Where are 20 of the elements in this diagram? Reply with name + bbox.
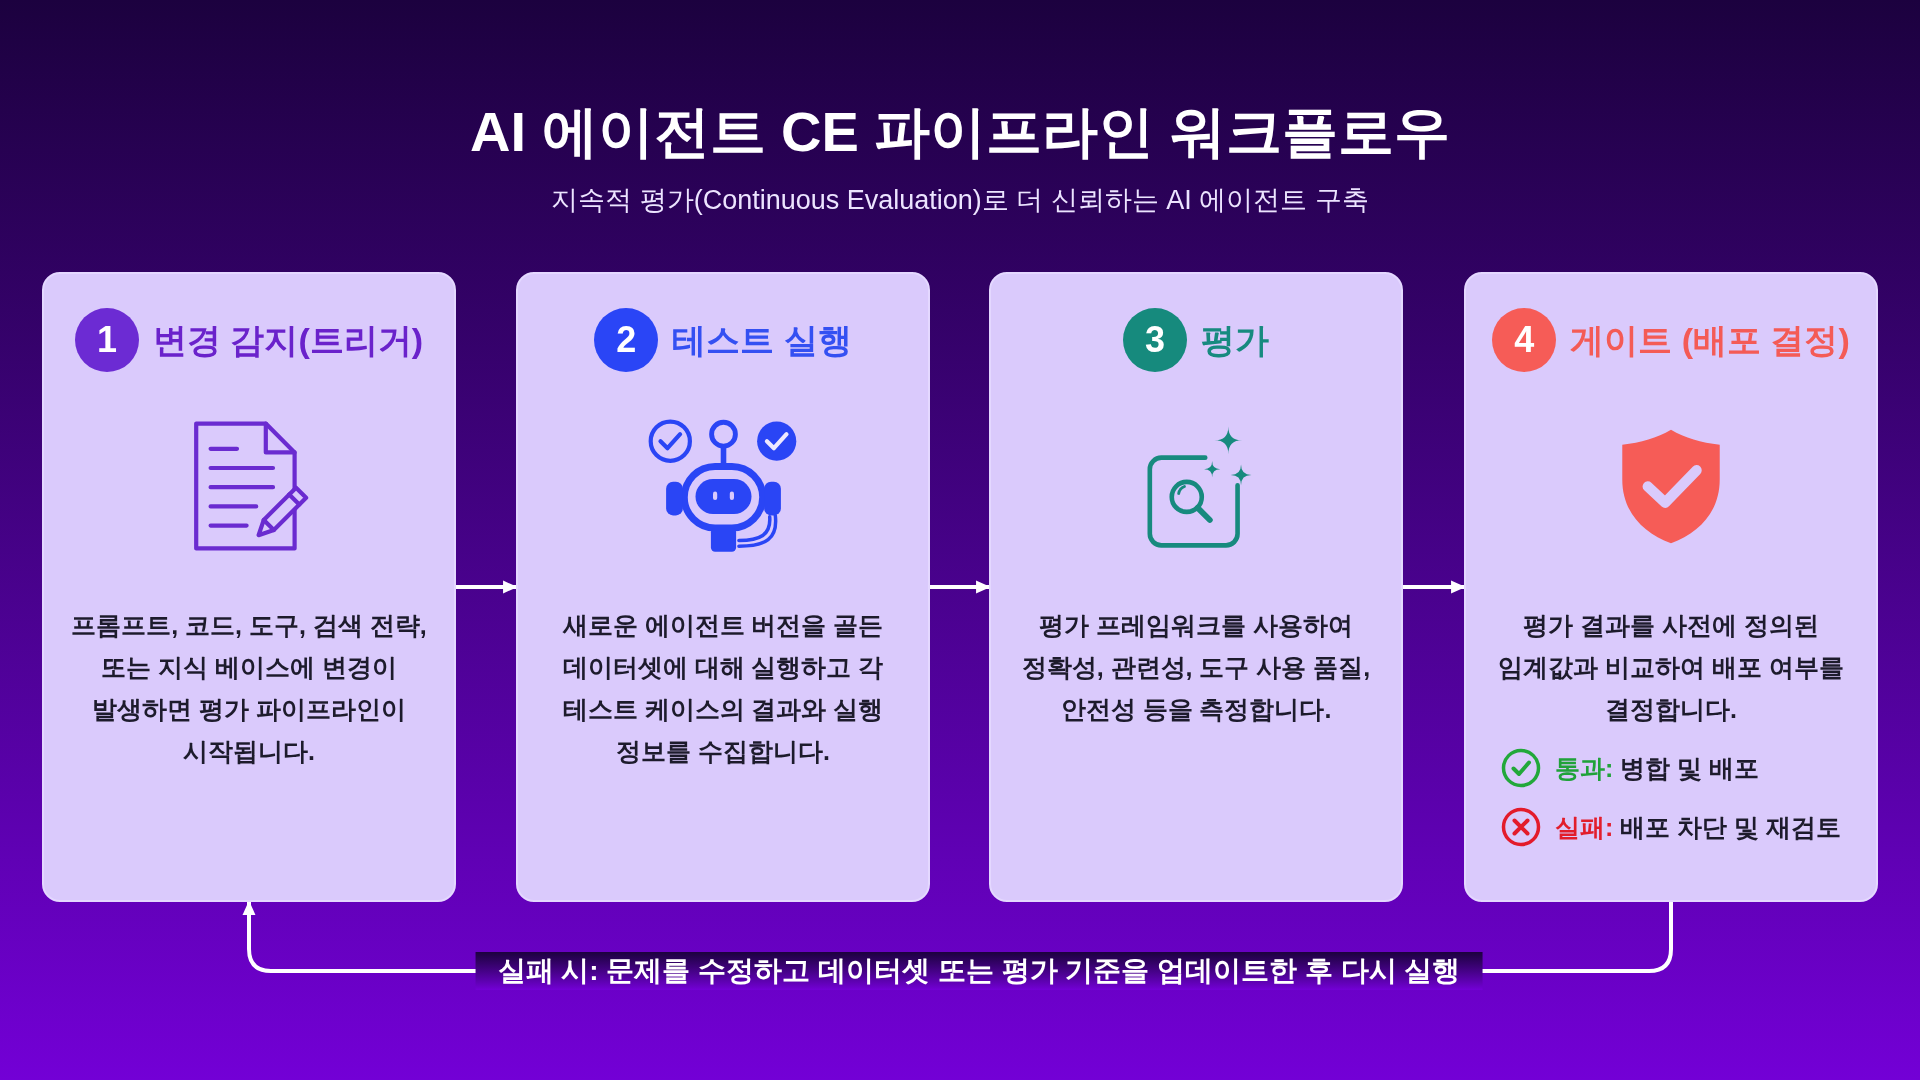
edge-label: 실패 시: 문제를 수정하고 데이터셋 또는 평가 기준을 업데이트한 후 다시 실행 (475, 952, 1483, 990)
title: AI 에이전트 CE 파이프라인 워크플로우 (470, 99, 1450, 165)
arrow (454, 580, 518, 594)
step-card (516, 272, 930, 902)
subtitle: 지속적 평가(Continuous Evaluation)로 더 신뢰하는 AI 에이전트 구축 (551, 184, 1369, 217)
step-title: 평가 (1201, 319, 1269, 361)
status-text: 실패: 배포 차단 및 재검토 (1555, 812, 1842, 843)
step-card (989, 272, 1403, 902)
step-description: 평가 프레임워크를 사용하여 정확성, 관련성, 도구 사용 품질, 안전성 등을 측정합니다. (1020, 610, 1372, 725)
status-text: 통과: 병합 및 배포 (1555, 753, 1760, 784)
step-card (1464, 272, 1878, 902)
step-description: 평가 결과를 사전에 정의된 임계값과 비교하여 배포 여부를 결정합니다. (1497, 610, 1845, 725)
step-description: 프롬프트, 코드, 도구, 검색 전략, 또는 지식 베이스에 변경이 발생하면 평가 파이프라인이 시작됩니다. (70, 610, 428, 767)
arrow (1401, 580, 1466, 594)
step-title: 변경 감지(트리거) (152, 319, 424, 361)
step-title: 게이트 (배포 결정) (1570, 319, 1850, 361)
step-title: 테스트 실행 (672, 319, 852, 361)
step-description: 새로운 에이전트 버전을 골든 데이터셋에 대해 실행하고 각 테스트 케이스의 결과와 실행 정보를 수집합니다. (561, 610, 885, 767)
arrow (928, 580, 991, 594)
step-card (42, 272, 456, 902)
